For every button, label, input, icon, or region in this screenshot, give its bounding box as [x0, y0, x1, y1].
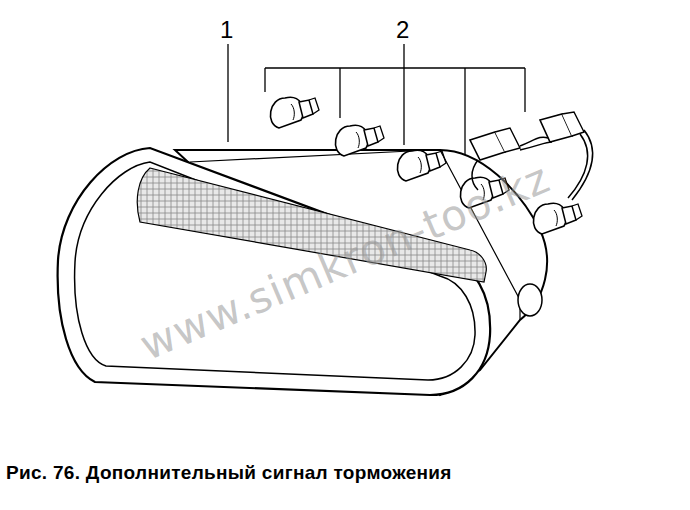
callout-number: 2: [396, 18, 409, 42]
callout-number: 1: [220, 18, 233, 42]
figure-caption: Рис. 76. Дополнительный сигнал торможени…: [6, 462, 452, 484]
